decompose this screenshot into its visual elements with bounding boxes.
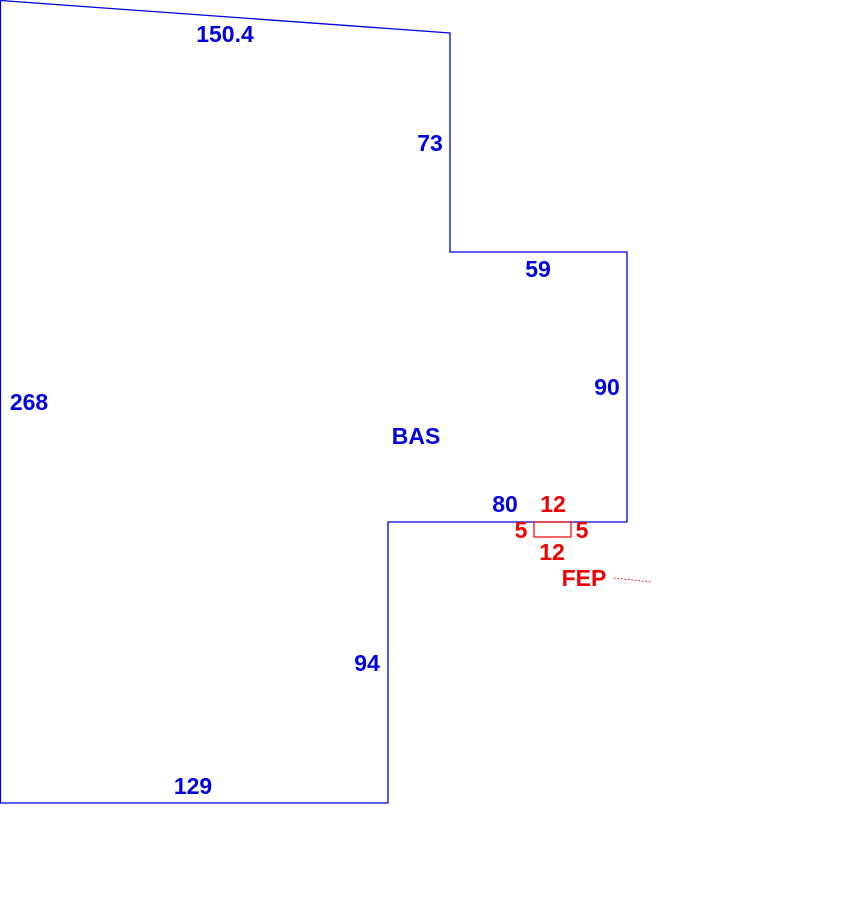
dim-right-upper: 73 bbox=[417, 130, 443, 156]
dim-step-top: 59 bbox=[525, 256, 551, 282]
dim-left: 268 bbox=[10, 389, 49, 415]
bas-outline bbox=[0, 0, 628, 804]
area-label-fep: FEP bbox=[562, 565, 607, 591]
dim-right-lower: 90 bbox=[594, 374, 620, 400]
fep-dim-left: 5 bbox=[515, 517, 528, 543]
area-label-bas: BAS bbox=[392, 423, 441, 449]
fep-dim-bottom: 12 bbox=[539, 539, 565, 565]
fep-outline bbox=[533, 521, 572, 538]
dim-step-bottom: 80 bbox=[492, 491, 518, 517]
dim-bottom: 129 bbox=[174, 773, 212, 799]
dim-top: 150.4 bbox=[196, 21, 254, 47]
dim-inner-left: 94 bbox=[354, 650, 380, 676]
fep-dim-top: 12 bbox=[540, 491, 566, 517]
fep-dim-right: 5 bbox=[576, 517, 589, 543]
fep-leader-line bbox=[613, 577, 652, 583]
